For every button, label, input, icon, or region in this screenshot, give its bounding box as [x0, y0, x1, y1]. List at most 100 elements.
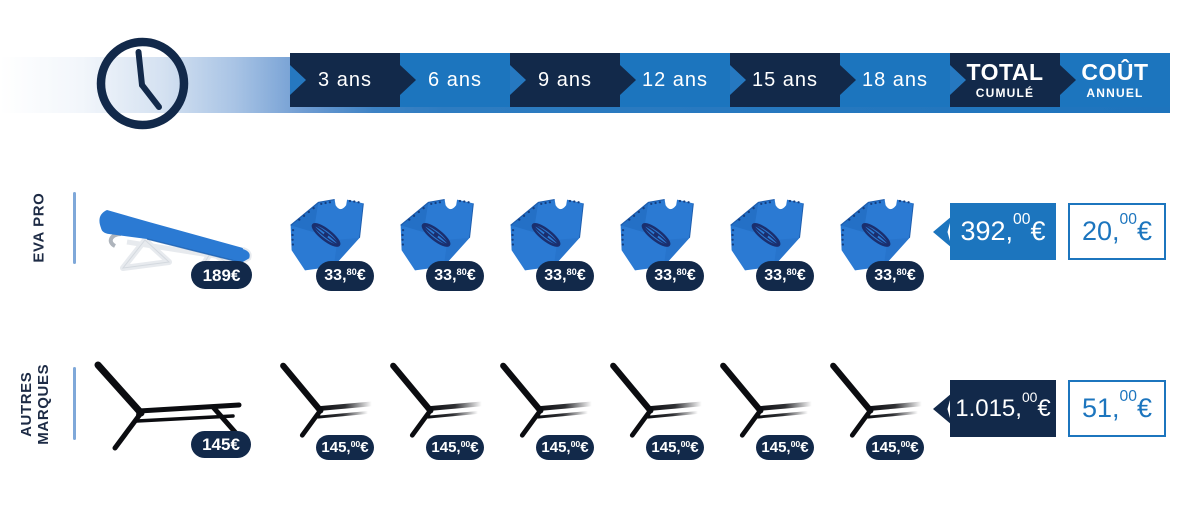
price-badge: 145,00€ — [646, 435, 704, 460]
row-divider-line — [73, 192, 76, 264]
timeline-segment-15-ans: 15 ans — [730, 53, 840, 107]
price-currency: € — [466, 267, 476, 284]
chevron-right-icon — [510, 65, 526, 95]
total-cumulated-box: 392,00€ — [950, 203, 1056, 260]
price-main: 145, — [761, 439, 791, 456]
replacement-cell: 33,80€ — [840, 190, 950, 292]
price-sup: 00 — [1119, 388, 1137, 406]
timeline-segment-6-ans: 6 ans — [400, 53, 510, 107]
price-sup: 80 — [456, 267, 467, 278]
price-main: 33, — [544, 267, 567, 284]
price-badge: 33,80€ — [646, 261, 704, 291]
timeline-segment-12-ans: 12 ans — [620, 53, 730, 107]
lounger-replacement-image — [277, 362, 377, 440]
segment-label: 15 ans — [751, 69, 819, 91]
timeline-segment-3-ans: 3 ans — [290, 53, 400, 107]
clock-icon — [96, 37, 189, 130]
replacement-cell: 145,00€ — [400, 362, 510, 462]
segment-label: 6 ans — [428, 69, 482, 91]
lounger-replacement-image — [827, 362, 927, 440]
lounger-replacement-image — [387, 362, 487, 440]
price-currency: € — [576, 267, 586, 284]
price-currency: € — [800, 439, 809, 456]
replacement-cell: 33,80€ — [510, 190, 620, 292]
replacement-cell: 145,00€ — [290, 362, 400, 462]
price-badge: 33,80€ — [866, 261, 924, 291]
price-sup: 00 — [1013, 211, 1031, 229]
replacement-cell: 145,00€ — [840, 362, 950, 462]
segment-label: COÛT — [1081, 59, 1149, 85]
row-label-eva-pro: EVA PRO — [8, 190, 70, 266]
annual-cost-box: 20,00€ — [1068, 203, 1166, 260]
price-currency: € — [906, 267, 916, 284]
price-main: 145, — [871, 439, 901, 456]
row-label-line: MARQUES — [35, 363, 52, 445]
price-badge: 145,00€ — [866, 435, 924, 460]
price-currency: € — [796, 267, 806, 284]
price-badge: 145,00€ — [316, 435, 374, 460]
segment-sublabel: CUMULÉ — [975, 86, 1035, 100]
segment-label: 9 ans — [538, 69, 592, 91]
timeline-segment-total-cumule: TOTAL CUMULÉ — [950, 53, 1060, 107]
price-text: 189€ — [202, 265, 241, 285]
segment-label: 18 ans — [861, 69, 929, 91]
replacement-cell: 33,80€ — [620, 190, 730, 292]
price-main: 392, — [960, 216, 1014, 246]
chevron-right-icon — [1060, 65, 1076, 95]
replacement-cell: 33,80€ — [730, 190, 840, 292]
row-label-line: EVA PRO — [30, 192, 48, 264]
price-currency: € — [360, 439, 369, 456]
price-main: 33, — [874, 267, 897, 284]
chevron-right-icon — [730, 65, 746, 95]
row-divider-line — [73, 367, 76, 440]
lounger-replacement-image — [497, 362, 597, 440]
price-badge-initial: 189€ — [191, 261, 252, 289]
annual-cost-box: 51,00€ — [1068, 380, 1166, 437]
chevron-right-icon — [620, 65, 636, 95]
price-currency: € — [580, 439, 589, 456]
price-sup: 00 — [790, 439, 801, 450]
segment-label: 3 ans — [318, 69, 372, 91]
price-sup: 00 — [570, 439, 581, 450]
replacement-cell: 33,80€ — [400, 190, 510, 292]
chevron-right-icon — [950, 65, 966, 95]
price-currency: € — [1037, 394, 1051, 422]
price-badge-initial: 145€ — [191, 431, 251, 458]
price-currency: € — [470, 439, 479, 456]
price-currency: € — [1030, 216, 1046, 246]
replacement-cell: 145,00€ — [620, 362, 730, 462]
lounger-replacement-image — [717, 362, 817, 440]
replacement-cell: 145,00€ — [730, 362, 840, 462]
price-main: 33, — [764, 267, 787, 284]
price-main: 145, — [541, 439, 571, 456]
price-badge: 33,80€ — [756, 261, 814, 291]
price-sup: 00 — [1119, 211, 1137, 229]
price-currency: € — [910, 439, 919, 456]
price-main: 33, — [434, 267, 457, 284]
replacement-cell: 33,80€ — [290, 190, 400, 292]
price-badge: 145,00€ — [536, 435, 594, 460]
timeline-segment-cout-annuel: COÛT ANNUEL — [1060, 53, 1170, 107]
segment-label: TOTAL — [966, 59, 1044, 85]
price-sup: 00 — [680, 439, 691, 450]
timeline-segment-9-ans: 9 ans — [510, 53, 620, 107]
price-main: 145, — [651, 439, 681, 456]
price-badge: 145,00€ — [756, 435, 814, 460]
price-sup: 80 — [566, 267, 577, 278]
price-main: 145, — [431, 439, 461, 456]
price-sup: 00 — [1021, 388, 1038, 405]
total-cumulated-box: 1.015,00€ — [950, 380, 1056, 437]
price-sup: 00 — [350, 439, 361, 450]
price-badge: 33,80€ — [316, 261, 374, 291]
chevron-right-icon — [290, 65, 306, 95]
price-main: 51, — [1082, 393, 1120, 423]
segment-sublabel: ANNUEL — [1086, 86, 1144, 100]
replacement-cell: 145,00€ — [510, 362, 620, 462]
price-main: 33, — [324, 267, 347, 284]
price-currency: € — [356, 267, 366, 284]
price-currency: € — [686, 267, 696, 284]
price-sup: 80 — [896, 267, 907, 278]
price-badge: 145,00€ — [426, 435, 484, 460]
price-badge: 33,80€ — [426, 261, 484, 291]
